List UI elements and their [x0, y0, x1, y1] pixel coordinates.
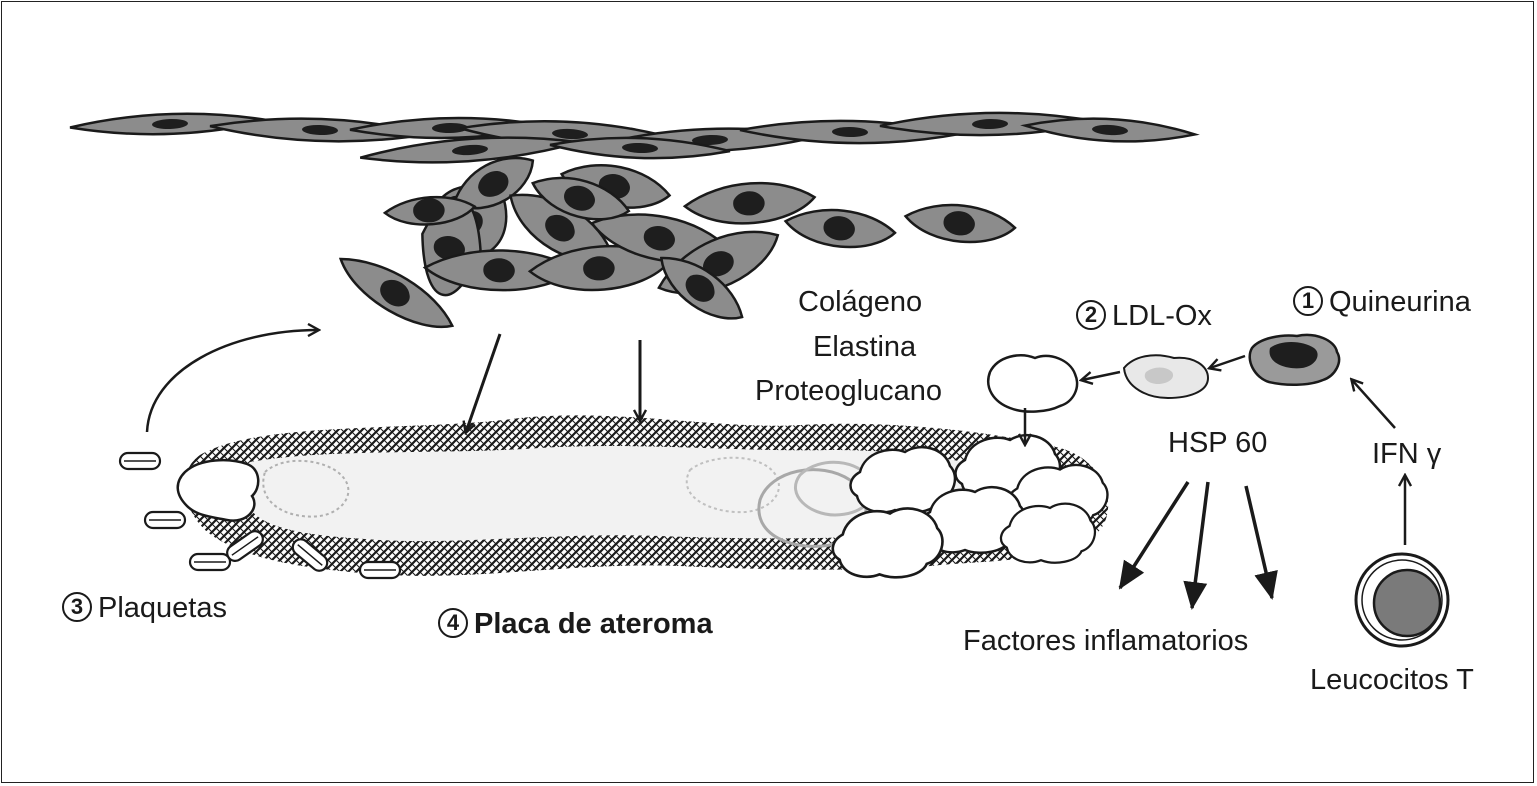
- arrow-hsp-1: [1118, 481, 1190, 590]
- nucleus: [564, 185, 595, 211]
- nucleus: [583, 256, 615, 281]
- label-leucocitos: Leucocitos T: [1310, 664, 1474, 696]
- smooth-muscle-cell: [682, 181, 817, 225]
- arrow-muscle-to-plaque-1: [466, 333, 502, 432]
- nucleus: [823, 216, 855, 241]
- arrow-hsp-2: [1183, 481, 1210, 610]
- atheroma-plaque: [176, 415, 1109, 579]
- curved-arrow: [145, 330, 318, 433]
- foam-cells: [831, 434, 1109, 579]
- smooth-muscle-cell: [783, 208, 897, 249]
- label-placa: Placa de ateroma: [474, 608, 713, 640]
- number-badge: 4: [438, 608, 468, 639]
- number-badge: 2: [1076, 300, 1106, 331]
- arrow-ldl-to-oxidized: [1082, 370, 1121, 380]
- nucleus: [832, 126, 868, 138]
- nucleus: [478, 171, 509, 197]
- smooth-muscle-cell: [452, 156, 535, 210]
- number-badge: 3: [62, 592, 92, 623]
- nucleus: [943, 211, 975, 236]
- platelet: [226, 530, 264, 562]
- nucleus: [702, 251, 734, 277]
- label-ldl: LDL-Ox: [1112, 300, 1212, 332]
- platelet: [358, 560, 402, 580]
- ldl-cell-inner: [1144, 367, 1174, 384]
- nucleus: [643, 226, 675, 251]
- platelet: [118, 451, 162, 471]
- nucleus: [692, 134, 728, 146]
- faint-cell: [685, 456, 780, 514]
- label-colageno: Colágeno: [798, 286, 923, 318]
- nucleus: [432, 122, 468, 134]
- t-lymphocyte: [1354, 552, 1450, 648]
- arrow-hsp-3: [1244, 485, 1278, 600]
- nucleus: [452, 144, 488, 156]
- smooth-muscle-cell: [382, 195, 477, 226]
- arrow-ifn-to-quineurina: [1352, 380, 1396, 429]
- label-factores: Factores inflamatorios: [963, 625, 1249, 657]
- nucleus: [733, 191, 765, 216]
- quineurina-nucleus: [1269, 342, 1318, 369]
- foam-cell: [999, 502, 1097, 564]
- foam-cell: [831, 507, 944, 579]
- label-elastina: Elastina: [813, 331, 917, 363]
- label-hsp: HSP 60: [1168, 427, 1268, 459]
- label-proteoglucano: Proteoglucano: [755, 375, 943, 407]
- nucleus: [413, 198, 445, 223]
- label-quineurina: Quineurina: [1329, 286, 1471, 318]
- ldl-oxidized-cell: [987, 354, 1079, 413]
- arrow-quineurina-to-ldl: [1210, 354, 1246, 368]
- smooth-muscle-cells: [338, 156, 1017, 329]
- platelet: [188, 552, 232, 572]
- nucleus: [380, 279, 410, 307]
- nucleus: [972, 118, 1008, 130]
- foam-cell-left: [176, 459, 260, 522]
- smooth-muscle-cell: [659, 256, 744, 320]
- nucleus: [685, 274, 715, 302]
- platelet: [291, 538, 329, 572]
- nucleus: [302, 124, 338, 136]
- endothelial-cell: [549, 136, 731, 160]
- platelet: [143, 510, 187, 530]
- smooth-muscle-cell: [531, 176, 631, 221]
- faint-cell: [262, 459, 350, 518]
- nucleus: [152, 118, 188, 130]
- endothelial-layer: [69, 111, 1200, 164]
- smooth-muscle-cell: [903, 203, 1017, 244]
- platelets: [118, 451, 402, 580]
- number-badge: 1: [1293, 286, 1323, 317]
- nucleus: [545, 214, 575, 242]
- nucleus: [552, 128, 588, 140]
- nucleus: [622, 142, 658, 154]
- smooth-muscle-cell: [338, 257, 455, 329]
- nucleus: [1092, 124, 1128, 136]
- label-ifn: IFN γ: [1372, 438, 1442, 470]
- nucleus: [483, 258, 515, 283]
- endothelial-cell: [1020, 117, 1200, 143]
- label-plaquetas: Plaquetas: [98, 592, 227, 624]
